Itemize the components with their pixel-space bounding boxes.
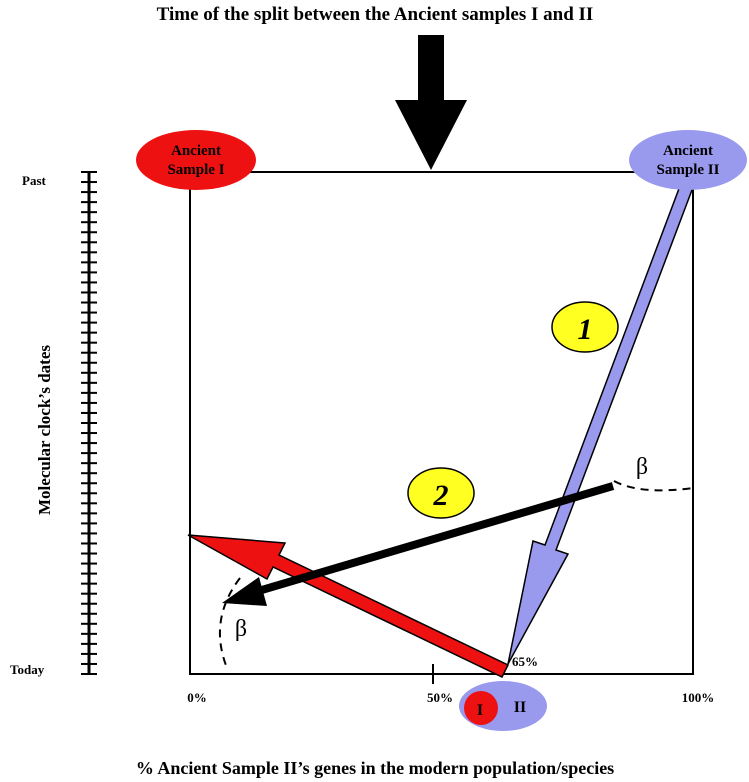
y-label-past: Past [22,173,47,188]
y-axis-ladder [81,171,97,675]
ancient-sample-2-node [629,130,747,190]
modern-mix-red-part [464,691,498,725]
plot-frame [189,171,694,675]
beta-arc-left [218,577,241,669]
step-2-label: 2 [433,479,449,512]
modern-mix-label-I: I [477,702,483,719]
lavender-arrow-1 [507,177,696,665]
top-title: Time of the split between the Ancient sa… [157,4,594,25]
split-down-arrow [395,35,467,170]
beta-label-left: β [235,616,247,642]
ancient-sample-1-line2: Sample I [167,162,224,178]
ancient-sample-1-line1: Ancient [171,143,221,159]
y-axis-title: Molecular clock’s dates [35,345,54,515]
x-label-50: 50% [427,690,453,705]
y-label-today: Today [10,662,45,677]
x-label-100: 100% [682,690,715,705]
ancient-sample-2-line2: Sample II [657,162,720,178]
ancient-sample-1-node [136,130,256,190]
black-arrow-2-head [222,577,267,606]
beta-label-right: β [636,454,648,480]
step-2-badge [407,467,475,519]
step-1-badge [551,301,619,353]
ancient-sample-2-line1: Ancient [663,143,713,159]
x-label-0: 0% [187,690,207,705]
point-percent-label: 65% [512,654,538,669]
step-1-label: 1 [578,313,593,346]
x-axis-title: % Ancient Sample II’s genes in the moder… [136,758,614,778]
red-arrow [187,534,510,678]
black-arrow-2-shaft [253,482,615,596]
beta-arc-right [613,480,694,492]
modern-mix-label-II: II [514,699,526,716]
